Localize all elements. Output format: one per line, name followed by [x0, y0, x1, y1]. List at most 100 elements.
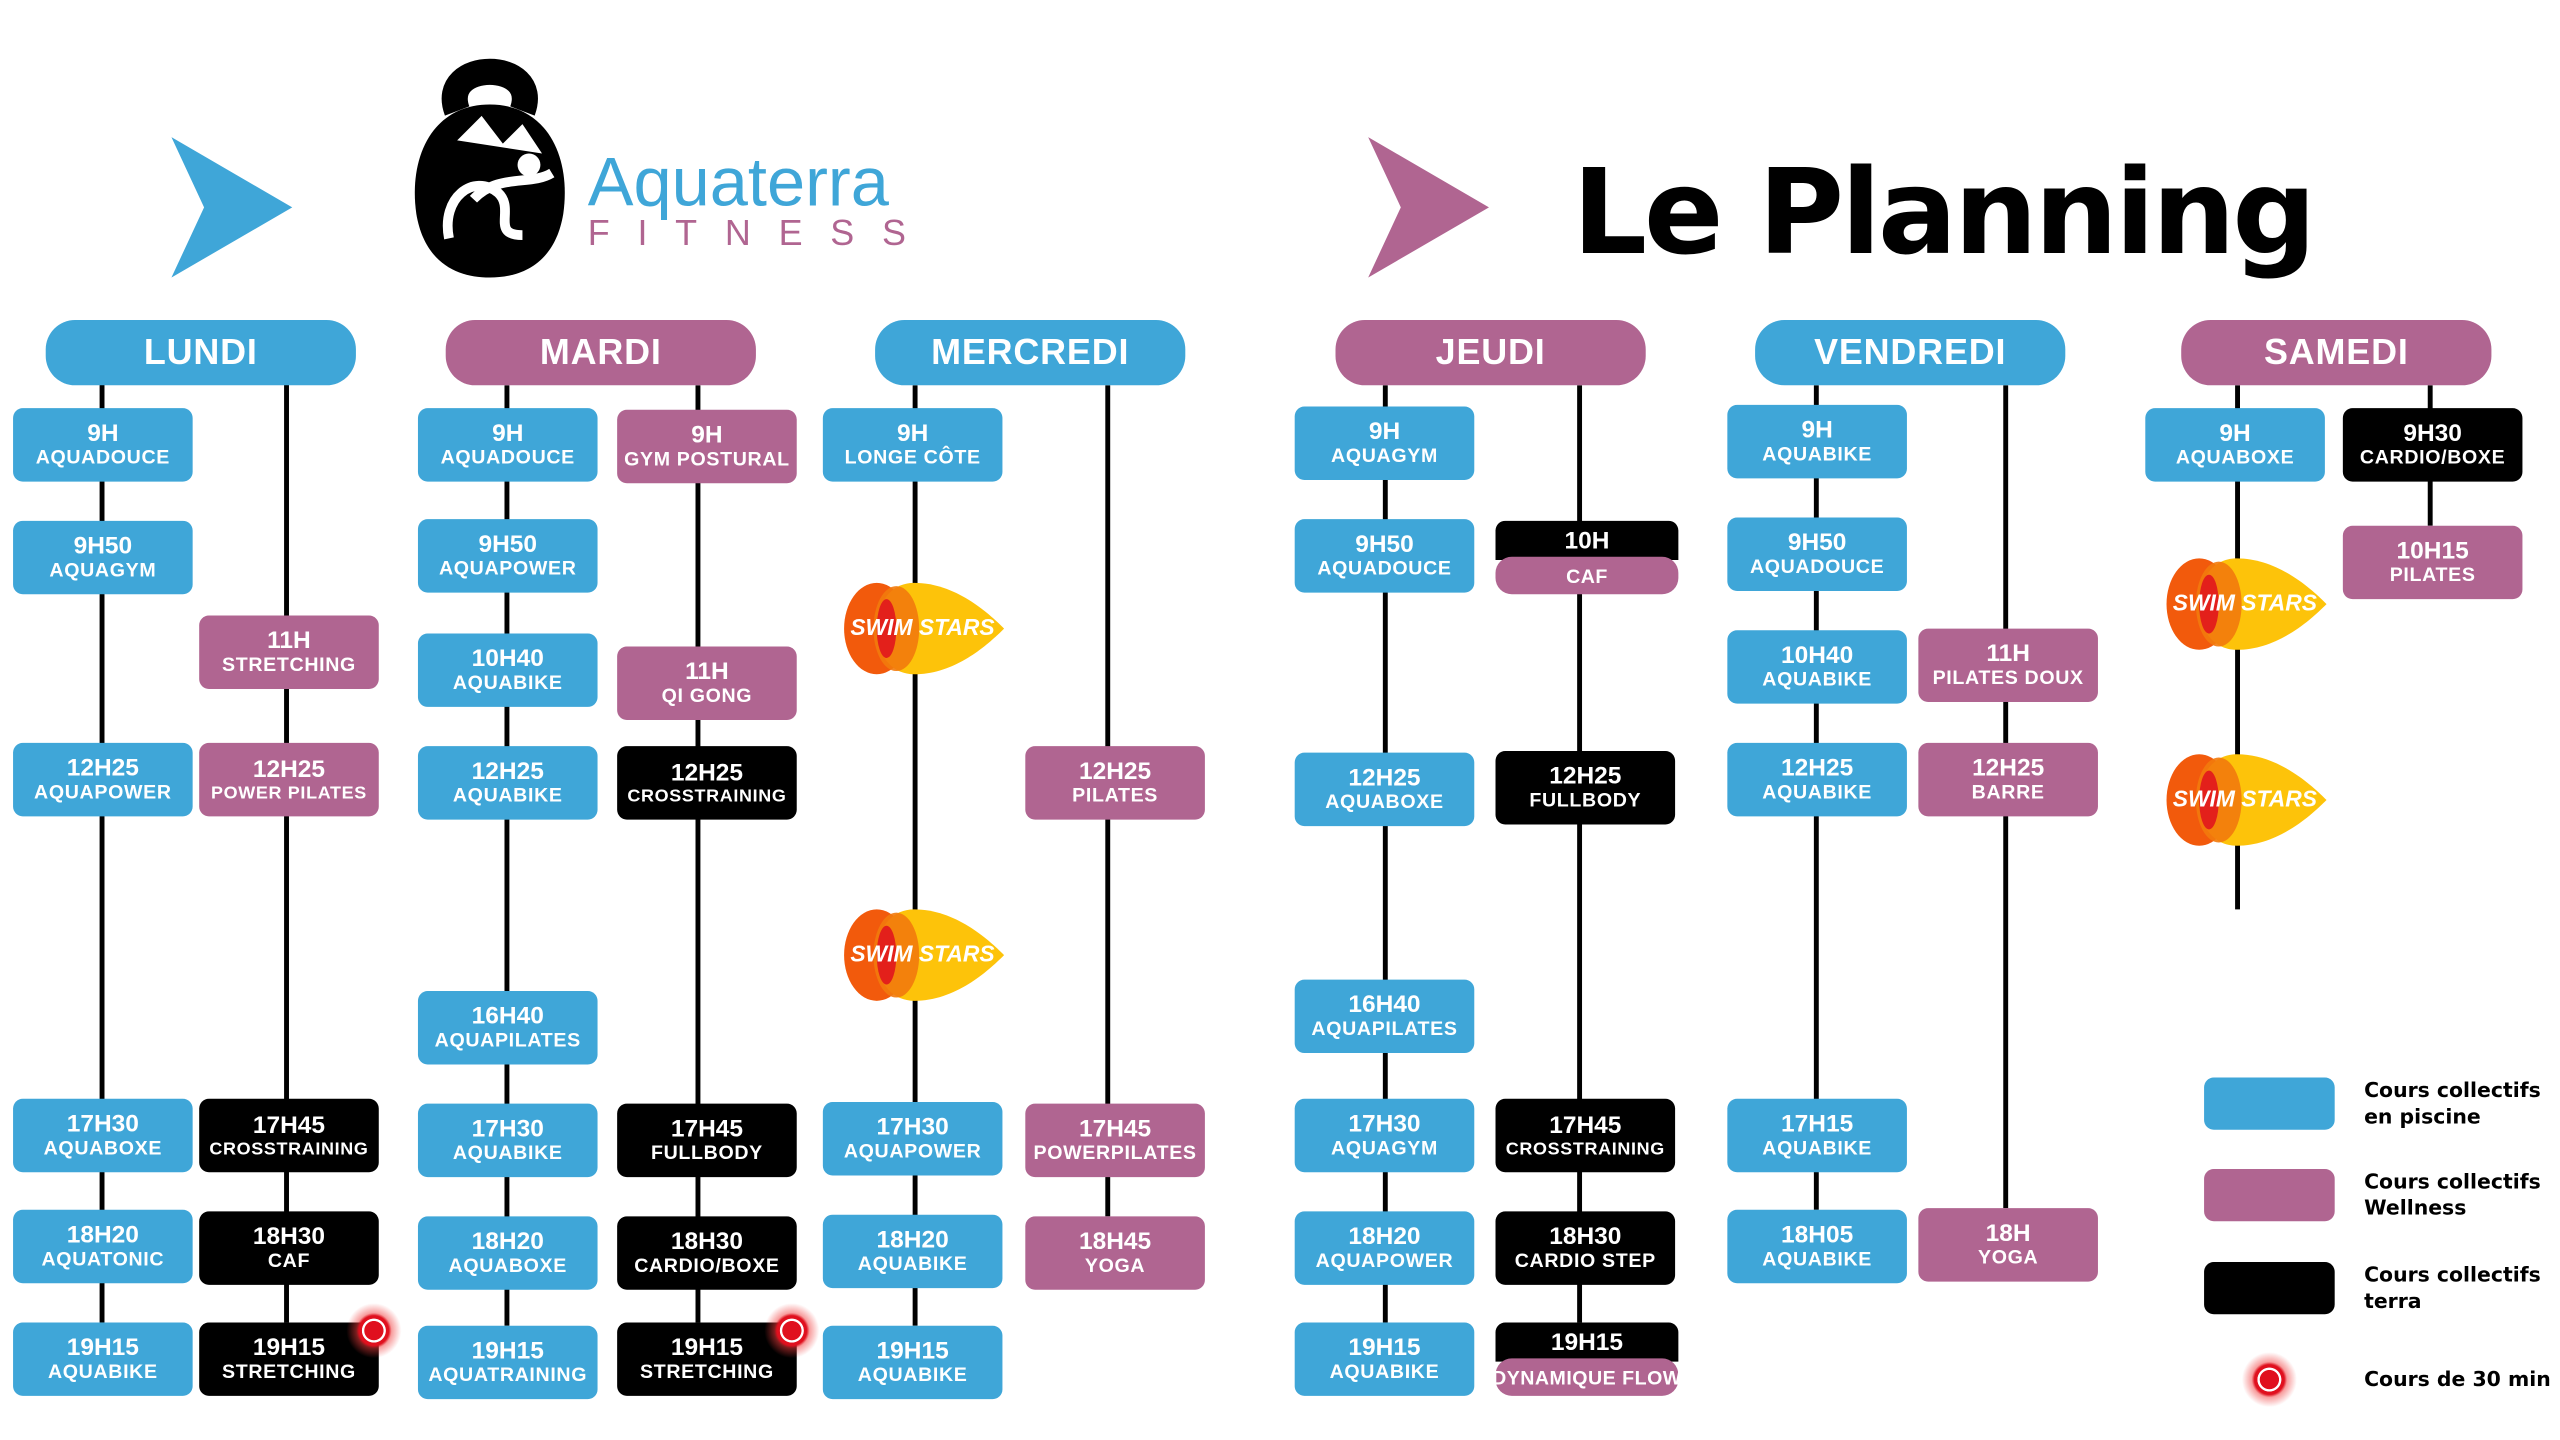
class-name: AQUABIKE: [1762, 780, 1872, 804]
class-time: 9H: [1801, 416, 1833, 445]
svg-text:SWIM STARS: SWIM STARS: [850, 614, 994, 640]
class-name: AQUABIKE: [1762, 1136, 1872, 1160]
legend-swatch-wellness: [2204, 1168, 2335, 1222]
class-name: QI GONG: [661, 684, 753, 708]
class-time: 19H15: [876, 1337, 949, 1365]
timeline-line: [1382, 385, 1387, 1323]
class-time: 12H25: [1348, 764, 1421, 792]
class-name: STRETCHING: [222, 653, 356, 677]
class-name: CARDIO/BOXE: [634, 1254, 780, 1278]
class-name: AQUAGYM: [1331, 1136, 1438, 1160]
class-name: AQUABOXE: [2175, 446, 2295, 469]
class-time: 12H25: [1781, 754, 1854, 782]
svg-text:SWIM STARS: SWIM STARS: [2173, 786, 2317, 812]
class-name: AQUADOUCE: [1317, 557, 1452, 580]
class-time: 19H15: [1495, 1322, 1679, 1362]
class-time: 18H20: [471, 1227, 544, 1256]
class-name: AQUABIKE: [452, 1141, 563, 1165]
class-time: 9H: [2219, 419, 2251, 448]
class-time: 9H: [492, 419, 524, 448]
class-time: 10H40: [471, 644, 544, 673]
class-time: 18H30: [252, 1222, 326, 1251]
class-name: AQUABIKE: [452, 671, 563, 695]
class-name: AQUADOUCE: [440, 446, 575, 469]
class-name: CROSSTRAINING: [209, 1139, 369, 1159]
legend-label: Cours collectifs Wellness: [2364, 1168, 2541, 1220]
svg-text:SWIM STARS: SWIM STARS: [850, 941, 994, 967]
class-time: 9H30: [2403, 419, 2462, 448]
class-name: AQUABIKE: [1329, 1360, 1440, 1384]
swim-stars-logo: SWIM STARS: [2163, 555, 2327, 653]
timeline-line: [694, 385, 700, 1323]
short-class-marker-icon: [346, 1302, 402, 1359]
class-name: PILATES DOUX: [1932, 666, 2084, 690]
class-time: 17H45: [670, 1115, 744, 1143]
class-name: AQUADOUCE: [35, 446, 171, 469]
timeline-line: [503, 385, 509, 1326]
class-time: 19H15: [252, 1333, 326, 1362]
class-name: AQUABIKE: [1762, 668, 1872, 691]
class-name: AQUABIKE: [1762, 1247, 1872, 1271]
day-header-jeudi: JEUDI: [1335, 319, 1646, 386]
swim-stars-logo: SWIM STARS: [2163, 751, 2327, 849]
class-name: AQUAPOWER: [34, 780, 172, 804]
class-name: AQUAGYM: [49, 558, 157, 582]
class-time: 10H15: [2396, 537, 2469, 565]
day-header-mardi: MARDI: [445, 319, 756, 386]
